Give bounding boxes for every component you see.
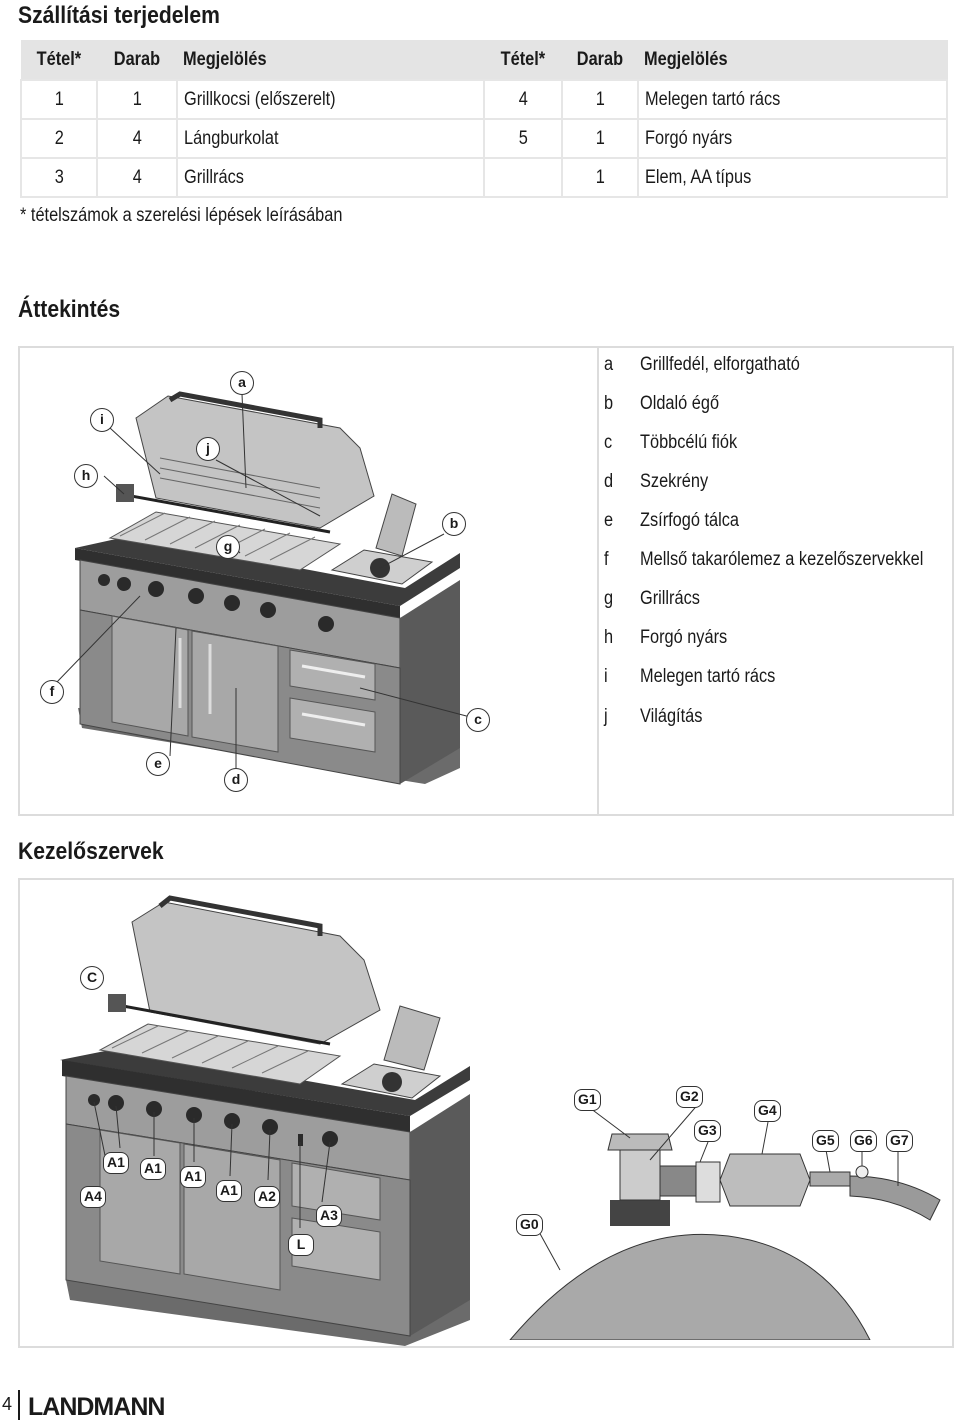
table-cell: 5 <box>518 127 528 149</box>
page-number: 4 <box>2 1394 13 1414</box>
callout-d: d <box>224 768 248 792</box>
overview-divider <box>597 346 599 816</box>
callout-G7: G7 <box>886 1130 913 1152</box>
callout-A1: A1 <box>103 1152 129 1174</box>
callout-f: f <box>40 680 64 704</box>
callout-A4: A4 <box>80 1186 106 1208</box>
footer-divider <box>18 1390 20 1420</box>
table-cell: Forgó nyárs <box>644 127 732 149</box>
table-cell: 4 <box>132 166 142 188</box>
table-cell: Melegen tartó rács <box>644 88 781 110</box>
table-cell: 1 <box>595 127 605 149</box>
controls-panel <box>18 878 954 1348</box>
table-row: 3 4 Grillrács 1 Elem, AA típus <box>20 157 949 198</box>
table-cell: 1 <box>132 88 142 110</box>
callout-L: L <box>288 1234 314 1256</box>
callout-j: j <box>196 437 220 461</box>
scope-table: Tétel* Darab Megjelölés Tétel* Darab Meg… <box>20 40 949 198</box>
scope-footnote: * tételszámok a szerelési lépések leírás… <box>20 205 343 226</box>
col-header: Tétel* <box>500 49 546 70</box>
callout-A2: A2 <box>254 1186 280 1208</box>
callout-a: a <box>230 371 254 395</box>
callout-A1: A1 <box>216 1180 242 1202</box>
callout-e: e <box>146 752 170 776</box>
callout-C: C <box>80 966 104 990</box>
callout-i: i <box>90 408 114 432</box>
callout-g: g <box>216 535 240 559</box>
scope-title: Szállítási terjedelem <box>18 2 220 29</box>
callout-b: b <box>442 512 466 536</box>
callout-G6: G6 <box>850 1130 877 1152</box>
callout-G0: G0 <box>516 1214 543 1236</box>
grill-overview-illustration <box>55 391 475 785</box>
table-cell: 2 <box>54 127 64 149</box>
grill-controls-illustration <box>60 895 470 1346</box>
table-cell: 1 <box>595 166 605 188</box>
table-cell: 4 <box>132 127 142 149</box>
overview-panel <box>18 346 954 816</box>
callout-G4: G4 <box>754 1100 781 1122</box>
scope-header-row: Tétel* Darab Megjelölés Tétel* Darab Meg… <box>20 40 948 81</box>
col-header: Darab <box>113 49 160 70</box>
callout-A1: A1 <box>140 1158 166 1180</box>
callout-G2: G2 <box>676 1086 703 1108</box>
callout-A1: A1 <box>180 1166 206 1188</box>
table-cell: 1 <box>595 88 605 110</box>
table-cell: Lángburkolat <box>183 127 279 149</box>
col-header: Tétel* <box>36 49 82 70</box>
table-cell: Grillrács <box>183 166 244 188</box>
callout-c: c <box>466 708 490 732</box>
table-row: 1 1 Grillkocsi (előszerelt) 4 1 Melegen … <box>20 79 949 120</box>
controls-title: Kezelőszervek <box>18 838 164 865</box>
col-header: Megjelölés <box>644 49 728 70</box>
callout-G5: G5 <box>812 1130 839 1152</box>
col-header: Darab <box>576 49 623 70</box>
callout-A3: A3 <box>316 1205 342 1227</box>
callout-h: h <box>74 464 98 488</box>
callout-G3: G3 <box>694 1120 721 1142</box>
table-cell: Grillkocsi (előszerelt) <box>183 88 336 110</box>
col-header: Megjelölés <box>183 49 267 70</box>
overview-title: Áttekintés <box>18 296 121 323</box>
table-cell: 4 <box>518 88 528 110</box>
brand-logo: LANDMANN <box>28 1393 165 1421</box>
callout-G1: G1 <box>574 1089 601 1111</box>
table-row: 2 4 Lángburkolat 5 1 Forgó nyárs <box>20 118 949 159</box>
table-cell: 1 <box>54 88 64 110</box>
table-cell: Elem, AA típus <box>644 166 752 188</box>
gas-regulator-illustration <box>509 1101 941 1340</box>
table-cell: 3 <box>54 166 64 188</box>
